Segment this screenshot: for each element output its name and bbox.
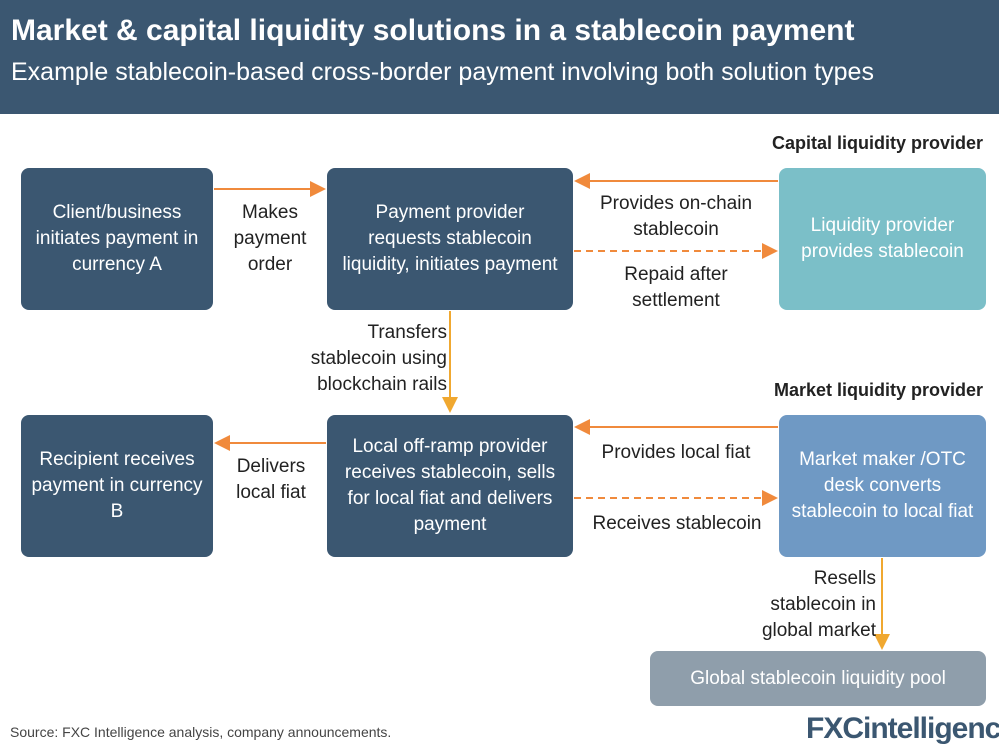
header: Market & capital liquidity solutions in … <box>0 0 999 114</box>
market-maker-box: Market maker /OTC desk converts stableco… <box>779 415 986 557</box>
fxc-logo: FXCintelligence <box>806 712 999 745</box>
recipient-box: Recipient receives payment in currency B <box>21 415 213 557</box>
label-receives: Receives stablecoin <box>592 513 762 534</box>
subtitle: Example stablecoin-based cross-border pa… <box>11 58 874 86</box>
liquidity-provider-box: Liquidity provider provides stablecoin <box>779 168 986 310</box>
client-box: Client/business initiates payment in cur… <box>21 168 213 310</box>
source-note: Source: FXC Intelligence analysis, compa… <box>10 724 392 740</box>
label-provides-onchain: Provides on-chain stablecoin <box>599 193 753 240</box>
label-delivers: Delivers local fiat <box>236 456 306 503</box>
payment-provider-box: Payment provider requests stablecoin liq… <box>327 168 573 310</box>
label-repaid: Repaid after settlement <box>624 264 728 311</box>
label-provides-fiat: Provides local fiat <box>601 442 751 463</box>
capital-section-label: Capital liquidity provider <box>771 133 983 153</box>
label-transfers: Transfers stablecoin using blockchain ra… <box>310 322 447 395</box>
label-makes-order: Makes payment order <box>233 202 307 275</box>
label-resells: Resells stablecoin in global market <box>761 568 876 641</box>
pool-box: Global stablecoin liquidity pool <box>650 651 986 706</box>
market-section-label: Market liquidity provider <box>773 380 983 400</box>
title: Market & capital liquidity solutions in … <box>11 14 855 47</box>
offramp-box: Local off-ramp provider receives stablec… <box>327 415 573 557</box>
